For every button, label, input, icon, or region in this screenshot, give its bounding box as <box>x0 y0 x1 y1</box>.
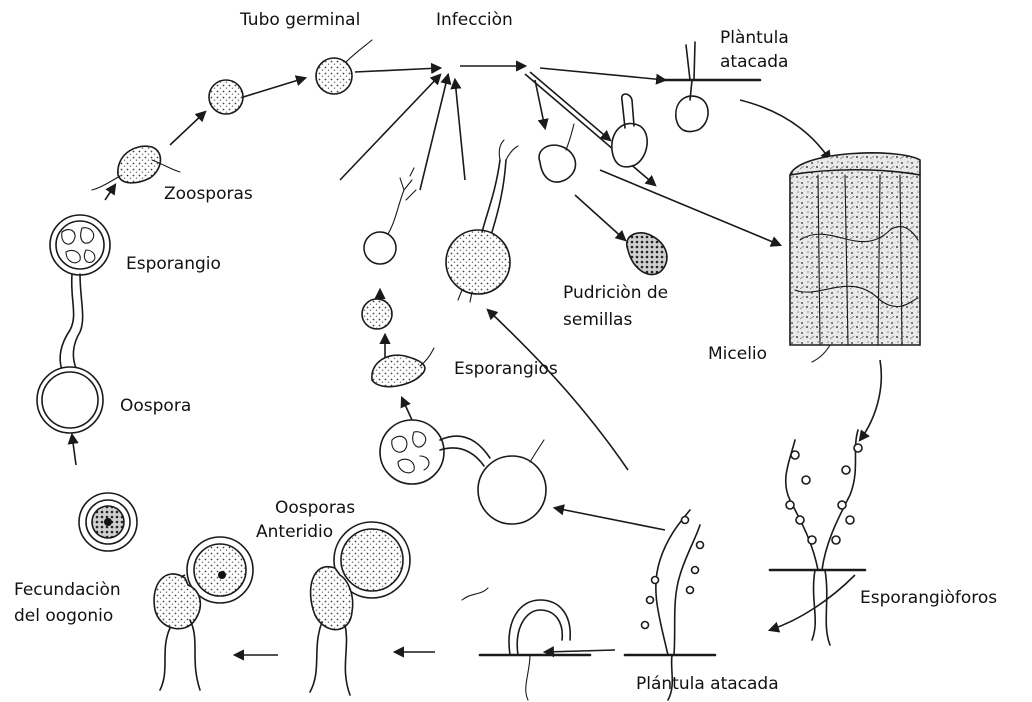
rotted-seed <box>627 233 667 275</box>
sporangium-center-bottom <box>478 440 546 524</box>
label-tubo-germinal: Tubo germinal <box>240 10 360 31</box>
label-plantula-atacada-top-2: atacada <box>720 52 788 73</box>
attacked-seedling-middle <box>612 94 647 167</box>
sporangium-left <box>50 215 110 275</box>
germinating-seed <box>539 124 575 182</box>
germ-hypha-left <box>60 274 83 370</box>
germinating-sporangium-center <box>364 168 416 264</box>
sporangiophores-cluster <box>770 430 865 645</box>
attacked-seedling-bottom <box>625 510 715 700</box>
germ-tube-zoospore <box>316 40 372 94</box>
label-esporangios: Esporangios <box>454 359 558 380</box>
zoospore-center <box>372 348 434 387</box>
label-fecundacion-1: Fecundaciòn <box>14 580 121 601</box>
label-anteridio: Anteridio <box>256 522 333 543</box>
oospore-left <box>37 367 103 433</box>
label-zoosporas: Zoosporas <box>164 184 253 205</box>
label-pudricion-2: semillas <box>563 310 632 331</box>
label-oosporas: Oosporas <box>275 498 355 519</box>
label-esporangioforos: Esporangiòforos <box>860 588 997 609</box>
sporangium-zoospores-center <box>380 420 490 484</box>
oogonium-with-antheridium <box>154 537 253 690</box>
encysted-zoospore <box>209 80 243 114</box>
label-oospora: Oospora <box>120 396 191 417</box>
diseased-seedling-bottom <box>462 588 590 700</box>
label-infeccion: Infecciòn <box>436 10 513 31</box>
mycelium-tissue-block <box>790 153 920 362</box>
sporangiophore-center <box>446 140 518 302</box>
fertilized-oogonium <box>79 493 137 551</box>
encysted-spore-center <box>362 299 392 329</box>
label-plantula-atacada-bottom: Plántula atacada <box>636 674 779 695</box>
label-micelio: Micelio <box>708 344 767 365</box>
oospores-antheridium <box>310 522 410 695</box>
label-esporangio: Esporangio <box>126 254 221 275</box>
label-pudricion-1: Pudriciòn de <box>563 283 668 304</box>
label-plantula-atacada-top-1: Plàntula <box>720 28 789 49</box>
label-fecundacion-2: del oogonio <box>14 606 113 627</box>
